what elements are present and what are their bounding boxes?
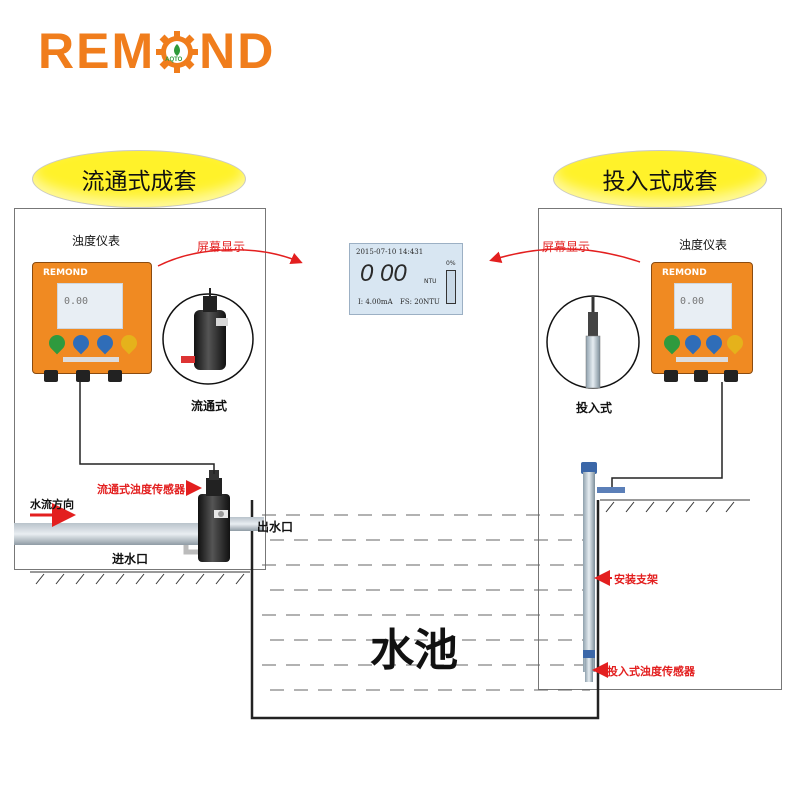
cable-gland-left-3 [108,370,122,382]
title-flow-kit: 流通式成套 [32,150,246,208]
lcd-fullscale: FS: 20NTU [400,298,440,306]
meter-footer-right [676,357,728,362]
brand-logo: REM AQTO ND [38,22,275,80]
esc-button-left[interactable] [45,331,69,355]
ent-button-right[interactable] [723,331,747,355]
brand-logo-text: REM [38,23,156,79]
brand-logo-text-end: ND [199,23,276,79]
title-immersion-kit: 投入式成套 [553,150,767,208]
esc-button-right[interactable] [660,331,684,355]
ground-left [30,571,250,585]
meter-label-left: 浊度仪表 [72,234,121,248]
immersion-sensor-label: 投入式浊度传感器 [607,665,695,678]
outlet-label: 出水口 [257,520,294,534]
lcd-unit: NTU [424,278,437,285]
down-button-right[interactable] [681,331,705,355]
bracket-label: 安装支架 [614,573,658,586]
meter-brand-right: REMOND [662,268,707,278]
lcd-level-bar [446,270,456,304]
cable-gland-left-2 [76,370,90,382]
ent-button-left[interactable] [117,331,141,355]
flow-through-sensor [198,470,230,562]
lcd-current: I: 4.00mA [358,298,393,306]
screen-arrow-left [157,248,303,267]
meter-screen-reading-left: 0.00 [64,296,89,307]
screen-arrow-right [489,248,641,264]
water-pipe [14,517,264,555]
immersion-product-label: 投入式 [576,401,613,415]
lcd-reading: 0 00 [360,260,407,287]
lcd-bar-label: 0% [446,260,456,267]
ground-right [600,499,750,513]
flow-sensor-label: 流通式浊度传感器 [97,483,185,496]
flow-product-label: 流通式 [191,399,228,413]
logo-badge-text: AQTO [165,57,183,63]
cable-gland-right-2 [694,370,708,382]
screen-display-label-left: 屏幕显示 [197,240,246,254]
lcd-display: 2015-07-10 14:431 0 00 NTU 0% I: 4.00mA … [349,243,463,315]
title-immersion-kit-label: 投入式成套 [602,169,718,195]
inlet-label: 进水口 [112,552,149,566]
title-flow-kit-label: 流通式成套 [81,169,197,195]
flow-direction-label: 水流方向 [30,498,74,511]
meter-brand-left: REMOND [43,268,88,278]
pool-label: 水池 [370,625,458,676]
up-button-left[interactable] [93,331,117,355]
down-button-left[interactable] [69,331,93,355]
meter-screen-left: 0.00 [57,283,123,329]
meter-screen-reading-right: 0.00 [680,296,705,307]
cable-gland-left-1 [44,370,58,382]
cable-gland-right-3 [724,370,738,382]
immersion-product-image [546,295,640,389]
turbidity-meter-right: REMOND 0.00 [651,262,753,374]
cable-gland-right-1 [664,370,678,382]
installation-bracket-rod [581,462,625,682]
meter-footer-left [63,357,119,362]
gear-icon: AQTO [155,28,199,73]
meter-screen-right: 0.00 [674,283,732,329]
flow-product-image [162,288,254,385]
up-button-right[interactable] [702,331,726,355]
lcd-datetime: 2015-07-10 14:431 [356,248,424,256]
meter-label-right: 浊度仪表 [679,238,728,252]
immersion-meter-cable [611,382,723,492]
screen-display-label-right: 屏幕显示 [542,240,591,254]
flow-meter-cable [79,382,215,474]
water-pool [250,500,600,720]
turbidity-meter-left: REMOND 0.00 [32,262,152,374]
